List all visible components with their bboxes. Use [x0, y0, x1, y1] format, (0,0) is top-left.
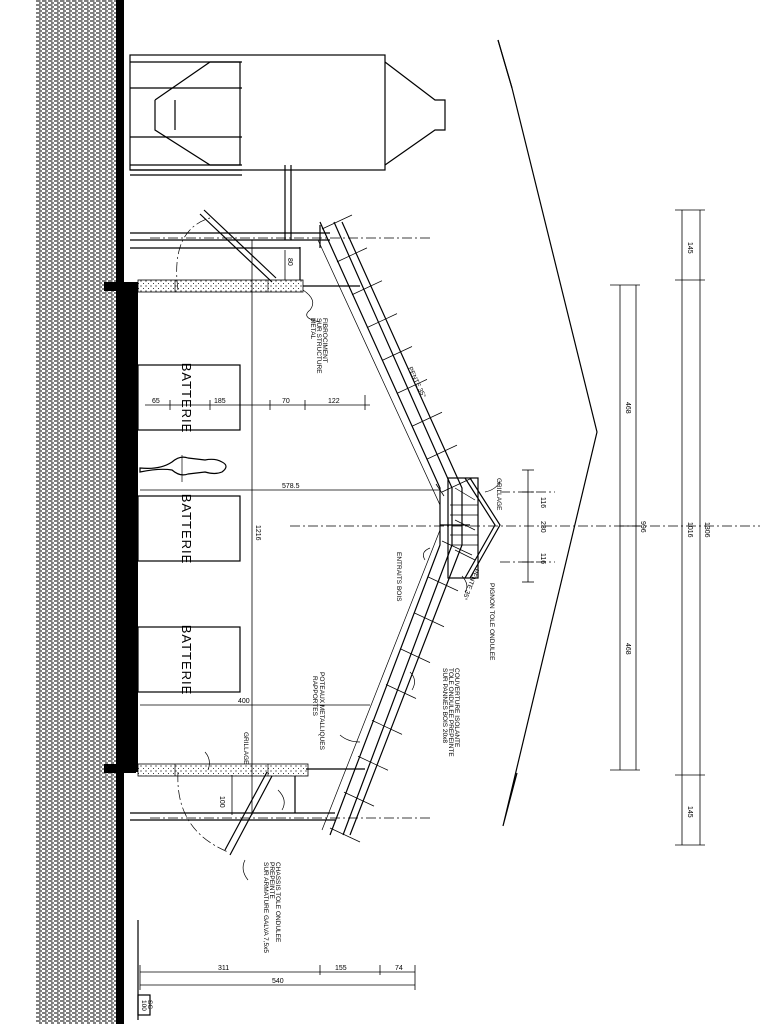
bottom-dimensions	[137, 920, 416, 1020]
purlin-tick	[413, 612, 445, 628]
purlin-tick	[399, 648, 431, 663]
dim-100: 100	[218, 796, 225, 808]
ground-hatch	[36, 0, 116, 1024]
dim-1016: 1016	[686, 522, 693, 538]
purlin-tick	[357, 755, 389, 771]
wall-footing-top	[104, 282, 136, 291]
silo	[129, 54, 446, 240]
wall-footing-bottom	[104, 764, 136, 773]
dim-116b: 116	[539, 553, 546, 564]
dim-1306: 1306	[703, 522, 710, 538]
dim-145b: 145	[686, 806, 693, 818]
chassis-line-3: SUR ARMATURE GALVA 7,5x5	[262, 862, 269, 953]
poteaux-line-2: RAPPORTES	[311, 676, 318, 717]
door-arc-bottom	[177, 771, 229, 853]
right-dimensions	[522, 209, 705, 846]
fibro-line-1: FIBROCIMENT	[321, 318, 328, 363]
purlin-tick	[427, 576, 459, 592]
fibro-line-3: METAL	[309, 318, 316, 340]
ridge-detail	[440, 477, 501, 579]
scale-box	[137, 994, 151, 1016]
battery-box-3	[137, 626, 241, 693]
purlin-tick	[351, 280, 383, 296]
chassis-line-1: CHASSIS TOLE ONDULEE	[274, 862, 281, 943]
purlin-tick	[441, 477, 473, 493]
battery-label-2: BATTERIE	[179, 494, 194, 565]
purlin-tick	[366, 313, 398, 328]
dim-1216: 1216	[254, 525, 261, 541]
dim-74: 74	[395, 965, 403, 972]
dim-540: 540	[272, 978, 284, 985]
battery-box-1	[137, 364, 241, 431]
roof-rafters	[317, 221, 463, 836]
dim-468a: 468	[624, 402, 631, 414]
dim-122: 122	[328, 398, 340, 405]
couverture-line-3: SUR PANNES BOIS 20x8	[441, 668, 448, 743]
couverture-line-2: TOLE ONDULEE PREPEINTE	[447, 668, 454, 757]
dim-70: 70	[282, 398, 290, 405]
couverture-line-1: COUVERTURE ISOLANTE	[453, 668, 460, 748]
ground-line	[116, 0, 124, 1024]
dim-145a: 145	[686, 242, 693, 254]
interior-dimensions	[140, 240, 445, 815]
purlin-tick	[329, 827, 361, 843]
floor-slab	[124, 282, 138, 772]
purlin-tick	[385, 684, 417, 699]
purlin-tick	[321, 214, 353, 230]
purlin-tick	[371, 720, 403, 735]
pignon-label: PIGNON TOLE ONDULEE	[488, 583, 495, 661]
dim-155: 155	[335, 965, 347, 972]
purlin-tick	[381, 346, 413, 361]
battery-label-1: BATTERIE	[179, 363, 194, 434]
purlin-tick	[336, 247, 368, 263]
human-figure	[139, 456, 227, 476]
purlin-tick	[343, 791, 375, 807]
pente-bottom-label: PENTE 35°	[461, 567, 481, 601]
scale-label-2: 100	[140, 1000, 147, 1011]
leader-lines	[204, 289, 501, 881]
grillage-top-label: GRILLAGE	[495, 478, 502, 511]
battery-label-3: BATTERIE	[179, 625, 194, 696]
purlin-tick	[441, 540, 473, 556]
scale-label-1: SC	[146, 1000, 153, 1009]
dim-80: 80	[286, 258, 293, 266]
dim-468b: 468	[624, 643, 631, 655]
dim-578: 578.5	[282, 483, 300, 490]
upper-frame	[130, 209, 335, 856]
outer-gable-outline	[497, 39, 598, 827]
dim-230: 230	[539, 521, 546, 533]
battery-box-2	[137, 495, 241, 562]
door-arc-top	[176, 217, 211, 291]
dim-996: 996	[639, 521, 646, 533]
dim-311: 311	[218, 965, 229, 972]
dim-116a: 116	[539, 497, 546, 508]
dim-185: 185	[214, 398, 226, 405]
battery-boxes	[137, 364, 241, 693]
chassis-line-2: PREPEINTE	[268, 862, 275, 900]
purlin-tick	[396, 379, 428, 394]
purlin-tick	[411, 411, 443, 427]
pente-top-label: PENTE 35°	[406, 365, 427, 399]
dim-400: 400	[238, 698, 250, 705]
purlin-tick	[426, 444, 458, 460]
dim-65: 65	[152, 398, 160, 405]
purlins	[321, 214, 473, 843]
grillage-bottom-label: GRILLAGE	[242, 732, 249, 765]
fibro-line-2: SUR STRUCTURE	[315, 318, 322, 374]
entraits-label: ENTRAITS BOIS	[395, 552, 402, 602]
walls	[137, 279, 365, 777]
poteaux-line-1: POTEAUX METALLIQUES	[318, 672, 325, 751]
